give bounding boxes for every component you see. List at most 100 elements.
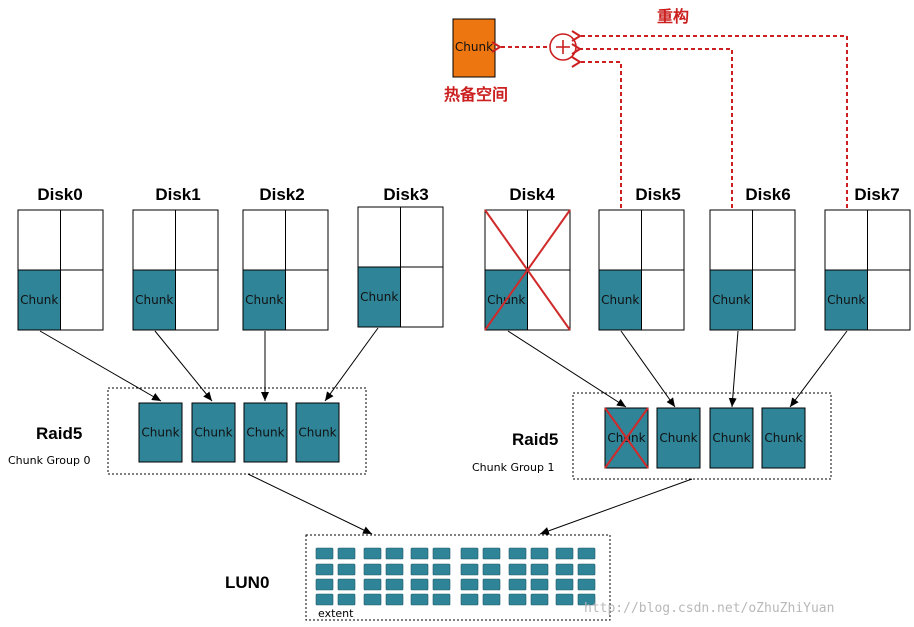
group-chunk-label: Chunk [764, 431, 802, 445]
disk-chunk-label: Chunk [360, 290, 398, 304]
disk-label: Disk7 [854, 185, 899, 204]
lun-extent [363, 578, 382, 591]
disk-cell [867, 209, 911, 271]
group-chunk-label: Chunk [298, 426, 336, 440]
arrow-disk1 [154, 330, 213, 402]
lun-extent [508, 563, 527, 576]
raid-group1-subtitle: Chunk Group 1 [472, 461, 554, 474]
lun-extent [432, 563, 451, 576]
lun-extent [530, 578, 549, 591]
lun-extent [530, 547, 549, 560]
group-chunk [295, 402, 340, 463]
disk-chunk [824, 269, 868, 331]
arrow-group0-to-lun [247, 473, 373, 535]
disk-chunk-label: Chunk [827, 293, 865, 307]
disk-chunk [598, 269, 642, 331]
disk-chunk-label: Chunk [245, 293, 283, 307]
disk-label: Disk0 [37, 185, 82, 204]
disk-cell [285, 209, 329, 271]
lun-extent [410, 547, 429, 560]
lun-extent [530, 593, 549, 606]
group-chunk-label: Chunk [246, 426, 284, 440]
lun-extent [363, 593, 382, 606]
rebuild-label: 重构 [657, 7, 689, 26]
lun-extent [315, 563, 334, 576]
arrow-disk7 [789, 330, 848, 408]
disk-label: Disk1 [155, 185, 200, 204]
disk-cell [867, 269, 911, 331]
disk-cell [285, 269, 329, 331]
raid-group-box [572, 392, 832, 480]
disk-to-group-arrows [39, 327, 848, 408]
failed-cross-icon [484, 209, 571, 331]
lun-extent [577, 593, 596, 606]
lun-extent [315, 578, 334, 591]
lun-extent [460, 563, 479, 576]
lun-extent [577, 578, 596, 591]
lun-extent [460, 593, 479, 606]
disk-chunk-label: Chunk [712, 293, 750, 307]
lun-extent [555, 547, 574, 560]
disk-cell [400, 266, 444, 328]
lun-extent [432, 547, 451, 560]
disk-chunk-label: Chunk [20, 293, 58, 307]
lun-extent [315, 593, 334, 606]
group-chunk-label: Chunk [194, 426, 232, 440]
group-chunk [656, 407, 701, 469]
disk-cell [598, 209, 642, 271]
lun-extent [508, 593, 527, 606]
disk-cell [60, 209, 104, 271]
disk-label: Disk3 [383, 185, 428, 204]
disk-cell [824, 209, 868, 271]
disk-cell [752, 269, 796, 331]
hot-spare-chunk [452, 18, 496, 78]
arrow-disk3 [324, 327, 379, 402]
lun-extent [482, 578, 501, 591]
disk-cell [400, 206, 444, 268]
arrow-disk6 [728, 330, 739, 408]
disk-chunk [709, 269, 753, 331]
lun-extent [530, 563, 549, 576]
group-chunk [761, 407, 806, 469]
lun-extent [577, 563, 596, 576]
rebuild-path-disk7 [571, 30, 848, 292]
lun-extent [460, 547, 479, 560]
group-chunk [138, 402, 183, 463]
lun-extent [432, 593, 451, 606]
raid-group1-title: Raid5 [512, 430, 558, 449]
group-chunk [191, 402, 236, 463]
lun-extent [508, 547, 527, 560]
lun-extent [460, 578, 479, 591]
disk-label: Disk5 [635, 185, 680, 204]
group-chunk [243, 402, 288, 463]
lun-extent [555, 593, 574, 606]
lun-extent [337, 547, 356, 560]
disk-chunk [357, 266, 401, 328]
lun-extent [410, 563, 429, 576]
lun-extent [410, 593, 429, 606]
hot-spare-label: 热备空间 [444, 85, 508, 104]
group-chunk [709, 407, 754, 469]
plus-circle-icon [549, 33, 577, 61]
lun-extent [577, 547, 596, 560]
lun-label: LUN0 [225, 573, 269, 592]
lun-extent [482, 547, 501, 560]
hot-spare-chunk-label: Chunk [455, 40, 493, 54]
lun-extent [482, 563, 501, 576]
lun-extent [337, 563, 356, 576]
disk-label: Disk2 [259, 185, 304, 204]
disk-cell [242, 209, 286, 271]
disk-cell [709, 209, 753, 271]
failed-cross-icon [604, 407, 649, 469]
